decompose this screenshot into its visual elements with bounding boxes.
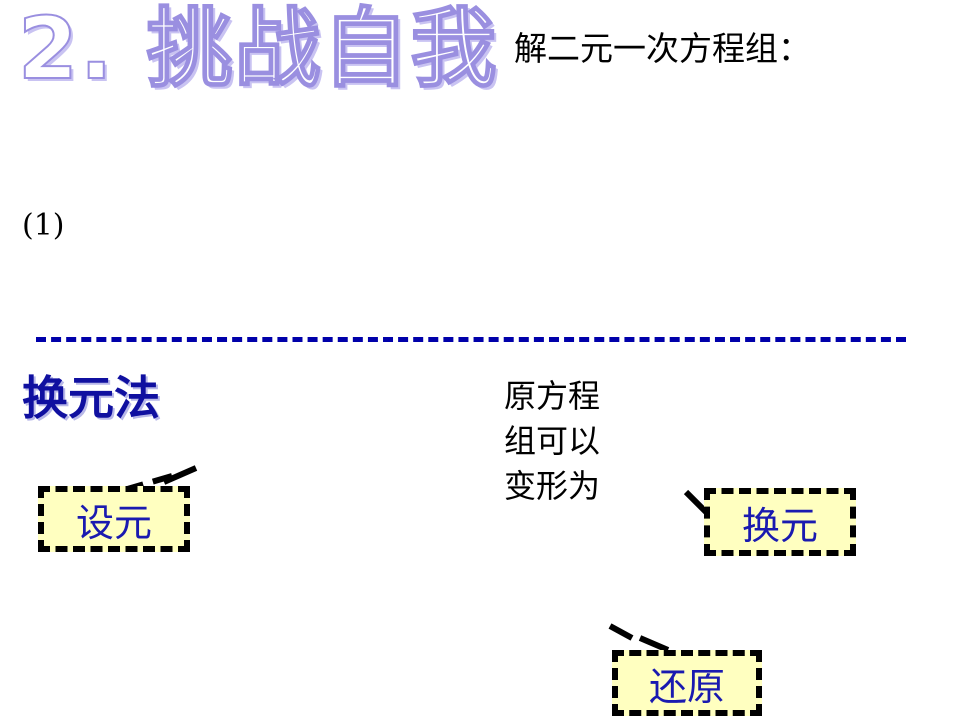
pointer-restore [608,623,670,653]
callout-label: 换元 [741,503,818,548]
problem-number: (1) [22,208,65,243]
problem-heading: 解二元一次方程组： [514,29,811,68]
callout-set-variable[interactable]: 设元 [38,486,190,552]
dashed-divider [36,337,906,342]
callout-label: 设元 [75,500,152,545]
slide-title: 2. 挑战自我 [17,0,499,99]
callout-label: 还原 [648,664,725,709]
transformation-note: 原方程组可以变形为 [504,377,601,505]
callout-restore[interactable]: 还原 [612,650,762,716]
method-heading: 换元法 [22,371,160,425]
pointer-substitute [683,489,709,515]
callout-substitute[interactable]: 换元 [704,488,856,556]
